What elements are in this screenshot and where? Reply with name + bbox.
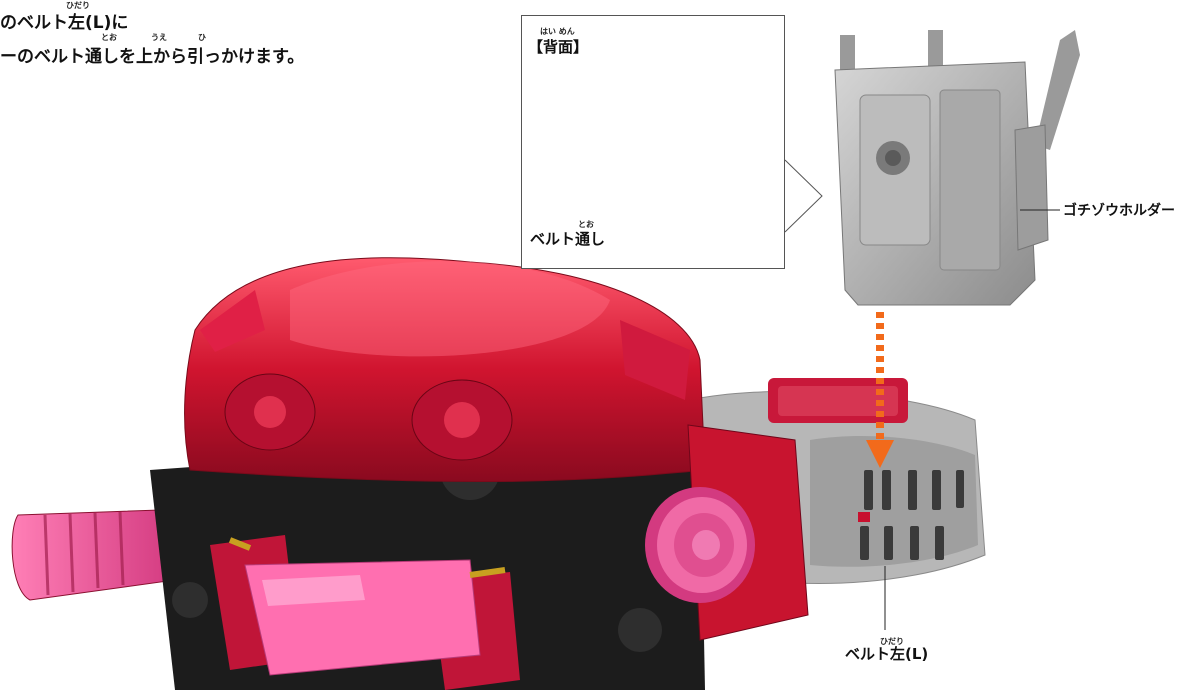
inset-pointer — [784, 159, 823, 233]
ruby-ue: うえ — [151, 33, 167, 42]
gochizo-holder-main — [834, 30, 1080, 306]
ruby-hi: ひ — [198, 33, 206, 42]
inset-label-ruby: とお — [578, 220, 594, 229]
buckle-red-shell — [184, 257, 706, 483]
inset-back-view: はい めん 【背面】 とお ベルト通し — [521, 15, 785, 269]
label-gochizo-holder: ゴチゾウホルダー — [1063, 203, 1175, 219]
ruby-too: とお — [101, 33, 117, 42]
inset-title: 【背面】 — [528, 38, 589, 56]
instruction-line-1: のベルト左(L)に — [0, 13, 129, 33]
buckle-front-lower — [210, 535, 520, 690]
label-belt-left-ruby: ひだり — [880, 637, 904, 646]
ruby-hidari-1: ひだり — [66, 1, 90, 10]
buckle-dial — [645, 487, 755, 603]
inset-label-belt-loop: ベルト通し — [530, 230, 606, 248]
instruction-line-2: ーのベルト通しを上から引っかけます。 — [0, 47, 305, 67]
inset-title-ruby: はい めん — [540, 27, 575, 36]
red-belt-loop — [768, 378, 908, 423]
buckle-handle — [11, 509, 176, 601]
insert-arrow-icon — [866, 312, 894, 468]
label-belt-left: ベルト左(L) — [845, 645, 929, 663]
